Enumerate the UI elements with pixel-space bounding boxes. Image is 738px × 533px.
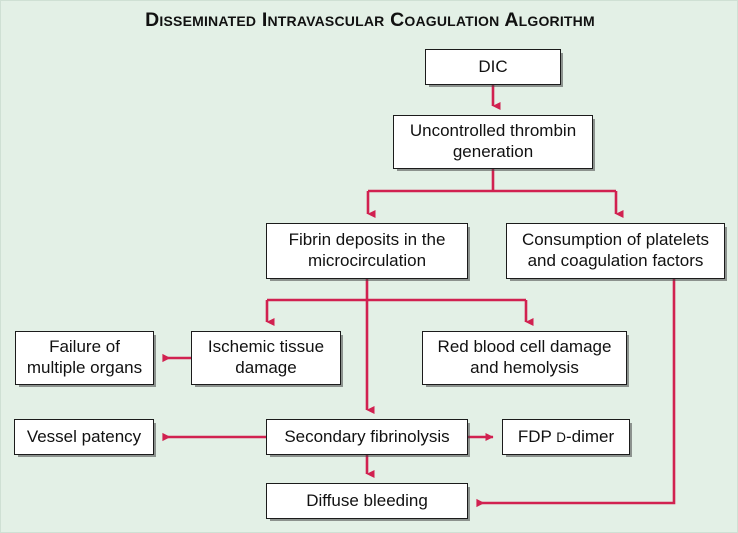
node-fdp-suffix: -dimer — [566, 426, 615, 446]
node-red-blood-cell-damage[interactable]: Red blood cell damage and hemolysis — [422, 331, 627, 385]
node-fdp-d-dimer[interactable]: FDP D-dimer — [502, 419, 630, 455]
node-dic[interactable]: DIC — [425, 49, 561, 85]
node-dic-label: DIC — [478, 56, 508, 76]
node-vessel-patency-label: Vessel patency — [26, 426, 142, 446]
node-vessel-patency[interactable]: Vessel patency — [14, 419, 154, 455]
node-ischemic-tissue-damage[interactable]: Ischemic tissue damage — [191, 331, 341, 385]
node-uncontrolled-thrombin-generation[interactable]: Uncontrolled thrombin generation — [393, 115, 593, 169]
node-bleeding-label: Diffuse bleeding — [306, 490, 428, 510]
node-fibrin-label: Fibrin deposits in the microcirculation — [288, 230, 446, 270]
edge-thrombin-bus — [368, 169, 616, 193]
edge-consumption-to-bleeding — [476, 279, 676, 508]
node-failure-of-multiple-organs[interactable]: Failure of multiple organs — [15, 331, 154, 385]
node-fibrinolysis-label: Secondary fibrinolysis — [284, 426, 450, 446]
node-fdp-smallcap-d: D — [556, 429, 566, 445]
node-consumption-label: Consumption of platelets and coagulation… — [521, 230, 710, 270]
node-organ-failure-label: Failure of multiple organs — [26, 337, 143, 377]
figure-title: Disseminated Intravascular Coagulation A… — [145, 9, 595, 31]
node-ischemia-label: Ischemic tissue damage — [207, 337, 325, 377]
node-diffuse-bleeding[interactable]: Diffuse bleeding — [266, 483, 468, 519]
node-fdp-label: FDP D-dimer — [509, 427, 623, 448]
node-secondary-fibrinolysis[interactable]: Secondary fibrinolysis — [266, 419, 468, 455]
node-thrombin-label: Uncontrolled thrombin generation — [409, 121, 577, 161]
node-fdp-prefix: FDP — [517, 426, 557, 446]
node-hemolysis-label: Red blood cell damage and hemolysis — [437, 337, 612, 377]
node-consumption-of-platelets[interactable]: Consumption of platelets and coagulation… — [506, 223, 725, 279]
node-fibrin-deposits[interactable]: Fibrin deposits in the microcirculation — [266, 223, 468, 279]
edge-fibrin-bus — [267, 279, 526, 302]
